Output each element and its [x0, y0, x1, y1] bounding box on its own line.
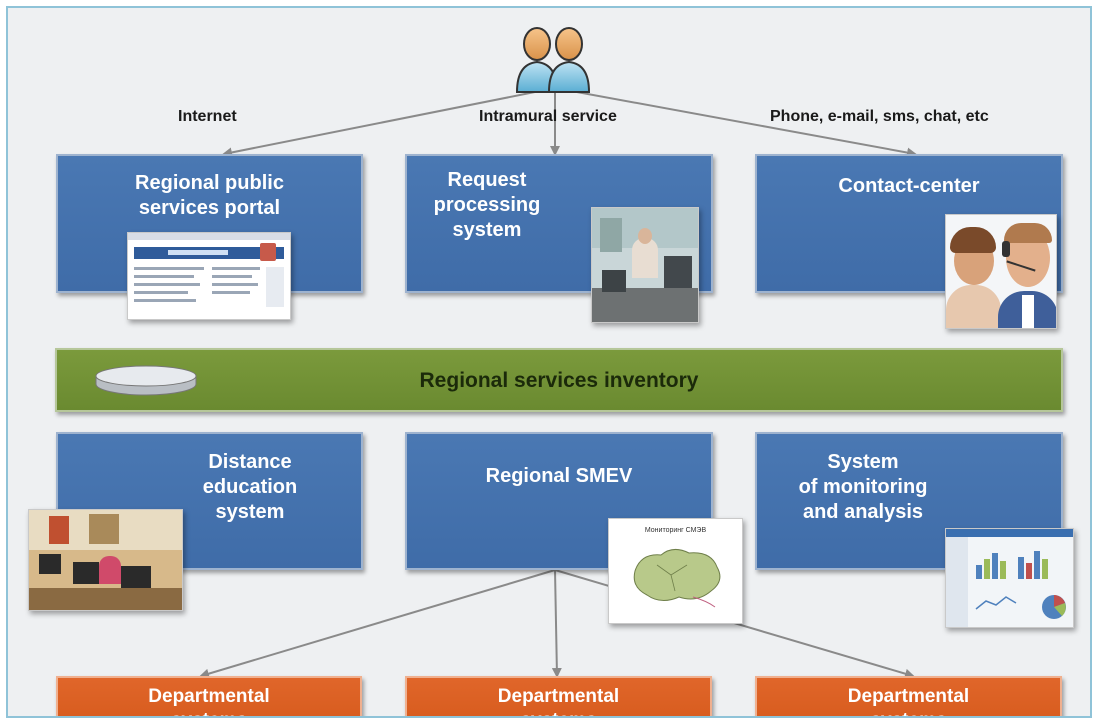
contact-center-title: Contact-center — [838, 175, 980, 197]
services-inventory-bar: Regional services inventory — [55, 348, 1063, 412]
regional-smev-title: Regional SMEV — [485, 465, 633, 487]
distance-education-title: Distance education system — [202, 451, 298, 523]
services-inventory-title: Regional services inventory — [419, 369, 699, 392]
arrow-to-portal — [222, 87, 556, 158]
diagram-frame: Internet Intramural service Phone, e-mai… — [6, 6, 1092, 718]
smev-map-caption: Мониторинг СМЭВ — [644, 527, 707, 534]
channel-label-phone: Phone, e-mail, sms, chat, etc — [770, 108, 989, 125]
arrow-to-contact — [554, 87, 917, 158]
database-disk-icon — [95, 365, 197, 396]
region-map-graphic — [633, 549, 721, 608]
departmental-systems-box: Departmental systems — [56, 676, 362, 716]
arrow-to-dept-left — [199, 569, 556, 679]
smev-map-thumbnail: Мониторинг СМЭВ — [608, 518, 743, 624]
monitoring-analysis-title: System of monitoring and analysis — [798, 451, 928, 523]
channel-label-internet: Internet — [178, 108, 237, 125]
monitoring-dashboard-thumbnail — [945, 528, 1074, 628]
departmental-systems-box: Departmental systems — [755, 676, 1062, 716]
departmental-systems-box: Departmental systems — [405, 676, 712, 716]
office-workers-photo — [591, 207, 699, 323]
portal-screenshot-thumbnail — [127, 232, 291, 320]
users-icon — [515, 27, 591, 93]
call-center-photo — [945, 214, 1057, 329]
classroom-photo — [28, 509, 183, 611]
request-processing-title: Request processing system — [433, 169, 541, 241]
dashboard-charts-graphic — [975, 551, 1066, 619]
departmental-systems-title: Departmental systems — [847, 686, 970, 716]
departmental-systems-title: Departmental systems — [148, 686, 270, 716]
portal-title: Regional public services portal — [135, 172, 284, 219]
departmental-systems-title: Departmental systems — [497, 686, 620, 716]
channel-label-intramural: Intramural service — [479, 108, 617, 125]
arrow-to-dept-center — [551, 569, 562, 678]
